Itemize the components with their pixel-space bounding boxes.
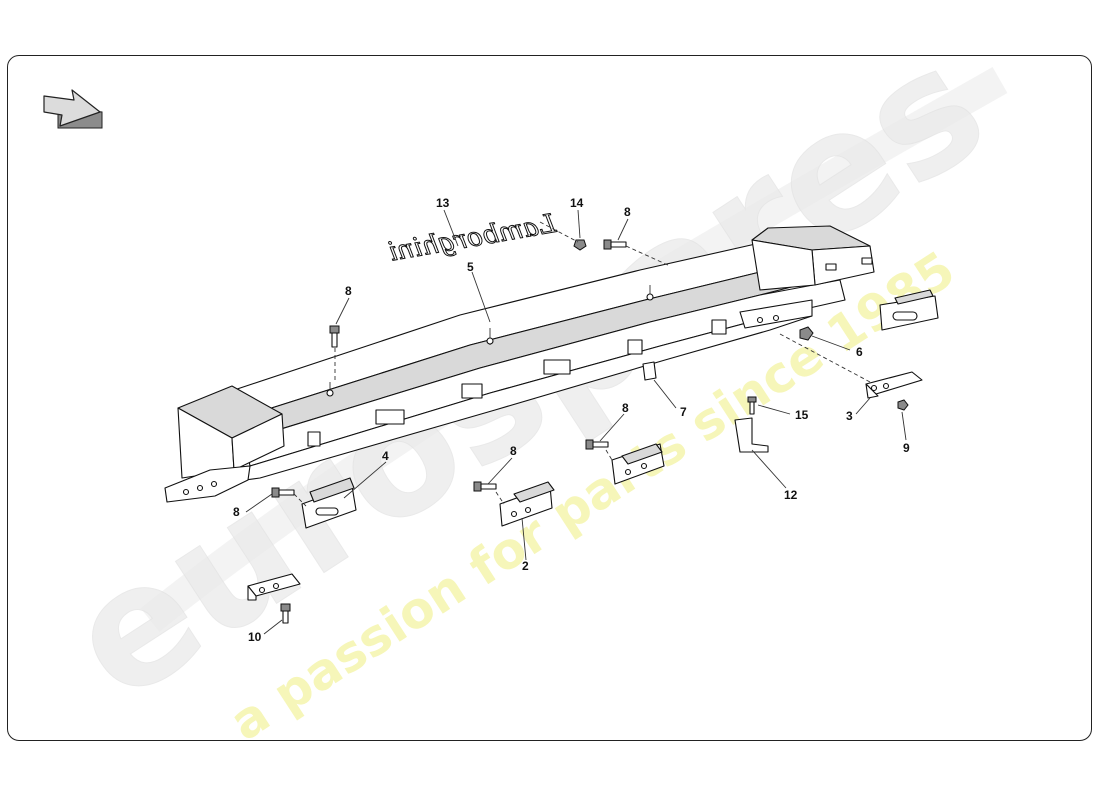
bracket-4: [301, 477, 357, 529]
callout-14: 14: [570, 196, 584, 210]
bolt-10: [280, 603, 291, 624]
direction-arrow-icon: [43, 89, 103, 129]
bracket-2: [499, 481, 555, 527]
nut-14: [573, 239, 587, 251]
bolt-8-c: [473, 481, 497, 492]
bracket-3: [865, 371, 923, 399]
callout-13: 13: [436, 196, 450, 210]
callout-5: 5: [467, 260, 474, 274]
hardware: [271, 239, 909, 624]
callout-8-left: 8: [345, 284, 352, 298]
callout-8-c: 8: [510, 444, 517, 458]
beam-ribs: [307, 285, 727, 447]
brackets: [247, 289, 939, 601]
leader-lines: [245, 209, 907, 635]
callout-15: 15: [795, 408, 809, 422]
bracket-10: [247, 573, 301, 601]
bolt-8-lb: [271, 487, 295, 498]
nut-6: [799, 326, 814, 341]
callout-4: 4: [382, 449, 389, 463]
callout-2: 2: [522, 559, 529, 573]
clip-7: [642, 361, 657, 381]
screw-15: [747, 396, 757, 415]
callout-12: 12: [784, 488, 798, 502]
callout-10: 10: [248, 630, 262, 644]
callout-8-cr: 8: [622, 401, 629, 415]
bracket-right-upper: [879, 289, 939, 331]
bolt-8-top: [603, 239, 627, 250]
bolt-8-cr: [585, 439, 609, 450]
callout-3: 3: [846, 409, 853, 423]
bracket-12: [734, 417, 769, 453]
nut-9: [897, 399, 909, 411]
bolt-8-left: [329, 325, 340, 348]
callout-8-top: 8: [624, 205, 631, 219]
callout-9: 9: [903, 441, 910, 455]
callout-6: 6: [856, 345, 863, 359]
bracket-cr: [611, 443, 665, 485]
callout-7: 7: [680, 405, 687, 419]
callout-8-lb: 8: [233, 505, 240, 519]
bumper-beam: [164, 225, 875, 503]
callout-labels: 13 14 8 5 8 6 3 9 15 7 12 8 8 4 8 2 10: [233, 196, 910, 644]
diagram-frame: [7, 55, 1092, 741]
